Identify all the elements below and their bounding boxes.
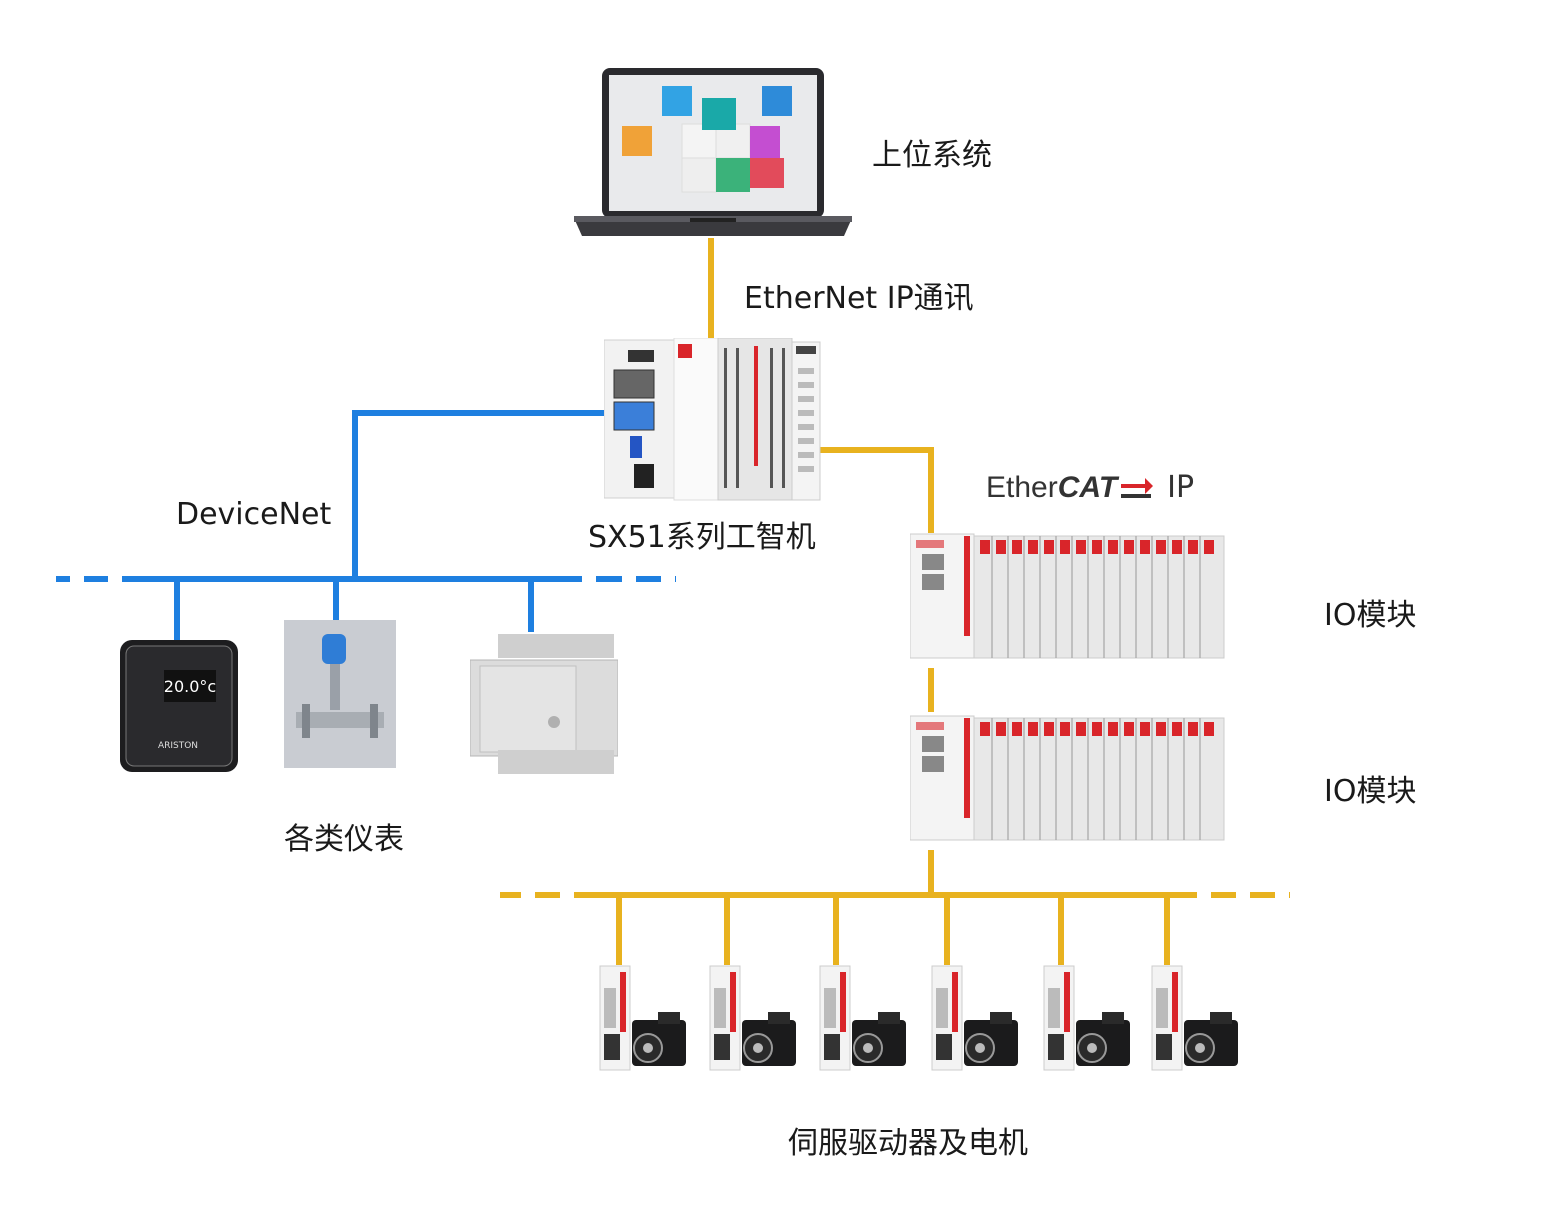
io-module-rack-1 [910, 533, 1225, 659]
servo-drive-motor-icon [1151, 965, 1238, 1071]
ethercat-bold: CAT [1057, 471, 1118, 504]
ethercat-ip: IP [1167, 470, 1195, 505]
io-module-label-2: IO模块 [1324, 774, 1417, 809]
host-system-label: 上位系统 [872, 138, 992, 173]
servo-drive-motor-icon [819, 965, 906, 1071]
thermostat-reading: 20.0°c [164, 677, 216, 696]
thermostat-brand: ARISTON [158, 741, 198, 751]
ethercat-link-controller [808, 447, 934, 533]
ethercat-arrow-icon [1121, 478, 1154, 499]
ethercat-prefix: Ether [986, 471, 1058, 504]
servo-drives-label: 伺服驱动器及电机 [788, 1126, 1028, 1161]
laptop-icon [574, 68, 852, 236]
controller-label: SX51系列工智机 [588, 520, 816, 555]
io-module-label-1: IO模块 [1324, 598, 1417, 633]
servo-drive-motor-icon [931, 965, 1018, 1071]
instruments-label: 各类仪表 [284, 822, 404, 857]
devicenet-link [352, 410, 615, 577]
industrial-controller-icon [604, 338, 821, 501]
ethercat-logo: EtherCAT IP [986, 470, 1194, 505]
ethernet-ip-label: EtherNet IP通讯 [744, 281, 974, 316]
thermostat-icon: 20.0°c ARISTON [120, 640, 238, 772]
flowmeter-icon [284, 620, 396, 768]
devicenet-label: DeviceNet [176, 497, 332, 532]
servo-drive-motor-icon [709, 965, 796, 1071]
din-rail-meter-icon [470, 634, 618, 774]
io-module-rack-2 [910, 715, 1225, 841]
servo-drive-motor-icon [1043, 965, 1130, 1071]
servo-drive-motor-icon [599, 965, 686, 1071]
